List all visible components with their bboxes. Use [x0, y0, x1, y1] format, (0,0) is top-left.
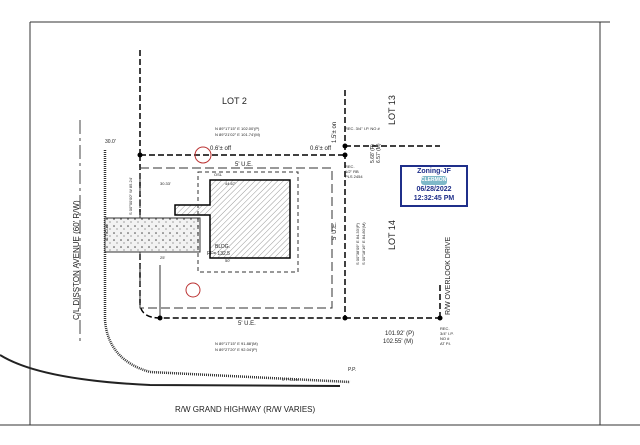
street-west-label: C/L DISSTON AVENUE (60' R/W) [72, 200, 81, 320]
lot-13-label: LOT 13 [387, 95, 397, 125]
ue-north: 5' U.E. [235, 162, 253, 168]
south-curb [0, 354, 341, 387]
north-bearing-p: N 89°17'15" E 102.00'(P) [215, 126, 260, 131]
rec-se: REC.3/4" I.P.NO #AT P.I. [440, 326, 454, 346]
monuments [137, 143, 443, 321]
stamp-time: 12:32:45 PM [413, 195, 455, 202]
tree-marker [185, 282, 201, 298]
offset-nw: 0.6'± off [210, 146, 231, 152]
building-setback [197, 171, 299, 273]
west-bearing: S 00°00'00" W 85.24' [128, 177, 133, 215]
stamp-title: Zoning-JF [417, 168, 451, 175]
street-south-label: R/W GRAND HIGHWAY (R/W VARIES) [175, 405, 315, 414]
power-pole-label: P.P. [348, 367, 356, 373]
lot-14-label: LOT 14 [387, 220, 397, 250]
rec-ne-iron: REC. 3/4" I.P. NO # [345, 126, 380, 131]
stamp-date: 06/28/2022 [416, 186, 452, 193]
dim-25: 25' [160, 255, 165, 260]
lot-2-label: LOT 2 [222, 96, 247, 106]
bldg-label: BLDG. [215, 244, 230, 250]
street-east-label: R/W OVERLOOK DRIVE [445, 236, 452, 315]
zoning-stamp: Zoning-JF CLERMONT 06/28/2022 12:32:45 P… [400, 165, 468, 207]
ue-east: 5' U.E. [332, 222, 338, 240]
distance-ne-p: 5.68' (P) [370, 144, 376, 163]
east-bearing-m: S 00°18'16" E 84.80'(M) [361, 222, 366, 265]
curb-west: 0.7' Curb [104, 223, 109, 240]
osl-label: OSL [214, 172, 223, 177]
dim-50: 50' [225, 258, 230, 263]
west-curb [103, 150, 351, 384]
clermont-logo: CLERMONT [421, 176, 450, 185]
dim-44-67: 44.67' [225, 181, 236, 186]
dim-30-33: 30.33' [160, 181, 171, 186]
south-bearing-p: N 89°27'20" E 92.04'(P) [215, 347, 258, 352]
width-30: 30.0' [105, 139, 116, 145]
offset-ne: 0.6'± off [310, 146, 331, 152]
distance-p: 101.92' (P) [385, 331, 414, 337]
offset-ne-vertical: 1.5'± on [332, 122, 338, 143]
curb-south: 0.7' Curb [282, 377, 299, 382]
north-bearing-m: N 89°21'02" E 101.74'(M) [215, 132, 261, 137]
tree-marker [194, 146, 212, 164]
east-bearing-p: S 00°38'09" E 84.33'(P) [355, 222, 360, 265]
ue-south: 5' U.E. [238, 321, 256, 327]
driveway [104, 217, 201, 253]
distance-ne-m: 6.57' (M) [376, 143, 382, 163]
south-bearing-m: N 89°17'15" E 91.88'(M) [215, 341, 258, 346]
sheet-frame [0, 21, 640, 426]
distance-m: 102.55' (M) [383, 339, 413, 345]
ff-label: FF= 132.5 [207, 251, 230, 257]
